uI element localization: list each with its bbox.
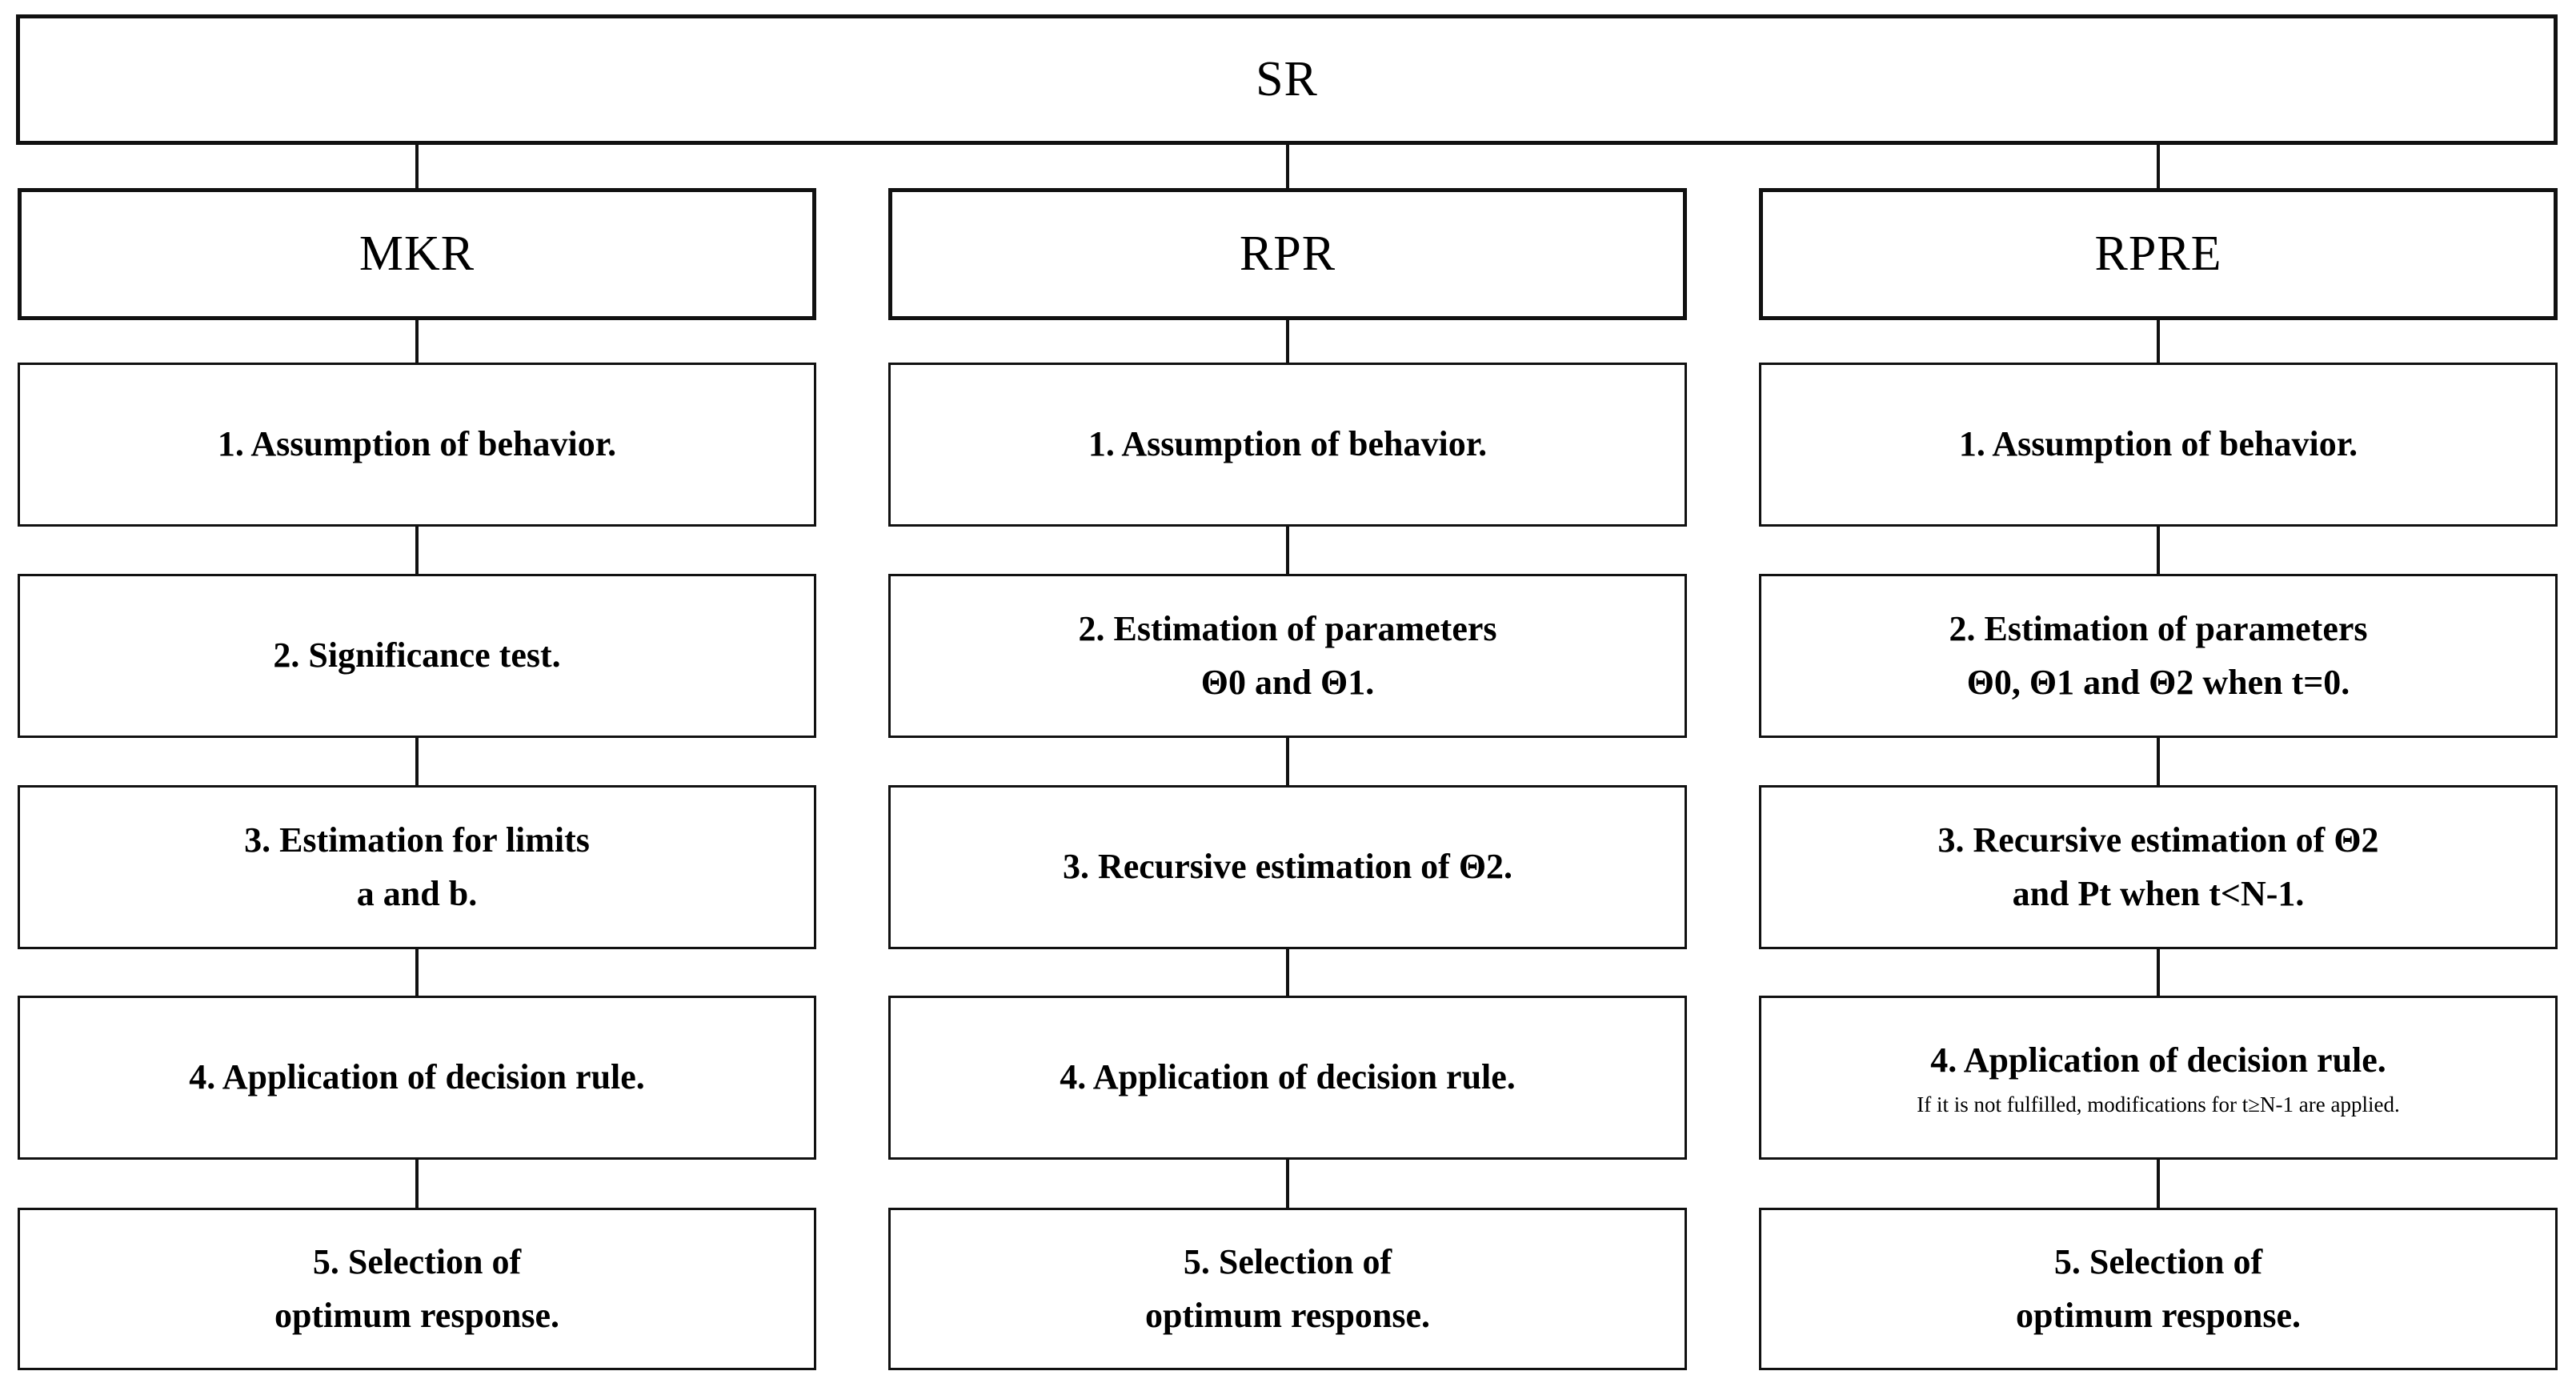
step-line: 3. Estimation for limits bbox=[244, 820, 590, 860]
connector-rpre-header-to-step1 bbox=[2157, 320, 2160, 363]
connector-rpr-step3-to-step4 bbox=[1286, 948, 1289, 996]
step-line: 3. Recursive estimation of Θ2 bbox=[1937, 820, 2379, 860]
root-node-label: SR bbox=[1256, 51, 1318, 106]
step-line: 3. Recursive estimation of Θ2. bbox=[1062, 847, 1513, 887]
connector-sr-to-rpre bbox=[2157, 145, 2160, 190]
column-header-label-mkr: MKR bbox=[359, 226, 475, 281]
step-box-mkr-3[interactable]: 3. Estimation for limits a and b. bbox=[18, 785, 816, 949]
connector-mkr-step2-to-step3 bbox=[415, 737, 419, 786]
step-line: Θ0, Θ1 and Θ2 when t=0. bbox=[1966, 662, 2350, 702]
step-box-rpre-5[interactable]: 5. Selection of optimum response. bbox=[1759, 1208, 2558, 1370]
column-header-label-rpr: RPR bbox=[1239, 226, 1336, 281]
connector-rpre-step2-to-step3 bbox=[2157, 737, 2160, 786]
step-line: 2. Estimation of parameters bbox=[1078, 608, 1497, 648]
step-line: 4. Application of decision rule. bbox=[1930, 1040, 2386, 1080]
step-box-mkr-5[interactable]: 5. Selection of optimum response. bbox=[18, 1208, 816, 1370]
step-line: 5. Selection of bbox=[2053, 1241, 2263, 1281]
connector-mkr-step3-to-step4 bbox=[415, 948, 419, 996]
step-line: and Pt when t<N-1. bbox=[2012, 873, 2305, 913]
step-line: optimum response. bbox=[274, 1295, 560, 1335]
step-line: 5. Selection of bbox=[1183, 1241, 1392, 1281]
connector-rpr-step2-to-step3 bbox=[1286, 737, 1289, 786]
connector-mkr-step1-to-step2 bbox=[415, 526, 419, 575]
connector-rpre-step4-to-step5 bbox=[2157, 1159, 2160, 1209]
step-box-mkr-2[interactable]: 2. Significance test. bbox=[18, 574, 816, 738]
step-line: a and b. bbox=[356, 873, 478, 913]
column-header-label-rpre: RPRE bbox=[2094, 226, 2222, 281]
connector-sr-to-mkr bbox=[415, 145, 419, 190]
step-line: Θ0 and Θ1. bbox=[1200, 662, 1375, 702]
step-box-rpr-1[interactable]: 1. Assumption of behavior. bbox=[888, 363, 1687, 527]
step-box-rpre-2[interactable]: 2. Estimation of parameters Θ0, Θ1 and Θ… bbox=[1759, 574, 2558, 738]
step-line: 2. Significance test. bbox=[273, 635, 561, 675]
connector-mkr-step4-to-step5 bbox=[415, 1159, 419, 1209]
column-header-rpr[interactable]: RPR bbox=[888, 188, 1687, 320]
step-line: 2. Estimation of parameters bbox=[1949, 608, 2368, 648]
step-line: 1. Assumption of behavior. bbox=[1088, 424, 1488, 464]
step-box-rpre-1[interactable]: 1. Assumption of behavior. bbox=[1759, 363, 2558, 527]
step-box-mkr-4[interactable]: 4. Application of decision rule. bbox=[18, 996, 816, 1160]
step-box-rpr-2[interactable]: 2. Estimation of parameters Θ0 and Θ1. bbox=[888, 574, 1687, 738]
step-line: 5. Selection of bbox=[312, 1241, 522, 1281]
step-line: optimum response. bbox=[2015, 1295, 2302, 1335]
connector-sr-to-rpr bbox=[1286, 145, 1289, 190]
step-box-rpr-4[interactable]: 4. Application of decision rule. bbox=[888, 996, 1687, 1160]
connector-mkr-header-to-step1 bbox=[415, 320, 419, 363]
connector-rpr-step4-to-step5 bbox=[1286, 1159, 1289, 1209]
step-line: 1. Assumption of behavior. bbox=[1958, 424, 2358, 464]
step-line: 4. Application of decision rule. bbox=[189, 1057, 645, 1097]
step-line: 1. Assumption of behavior. bbox=[217, 424, 617, 464]
step-line: optimum response. bbox=[1144, 1295, 1431, 1335]
step-note: If it is not fulfilled, modifications fo… bbox=[1917, 1092, 2400, 1116]
column-header-mkr[interactable]: MKR bbox=[18, 188, 816, 320]
connector-rpr-step1-to-step2 bbox=[1286, 526, 1289, 575]
step-box-rpre-3[interactable]: 3. Recursive estimation of Θ2 and Pt whe… bbox=[1759, 785, 2558, 949]
connector-rpre-step3-to-step4 bbox=[2157, 948, 2160, 996]
step-box-mkr-1[interactable]: 1. Assumption of behavior. bbox=[18, 363, 816, 527]
column-header-rpre[interactable]: RPRE bbox=[1759, 188, 2558, 320]
step-line: 4. Application of decision rule. bbox=[1060, 1057, 1516, 1097]
connector-rpre-step1-to-step2 bbox=[2157, 526, 2160, 575]
step-box-rpr-3[interactable]: 3. Recursive estimation of Θ2. bbox=[888, 785, 1687, 949]
step-box-rpr-5[interactable]: 5. Selection of optimum response. bbox=[888, 1208, 1687, 1370]
connector-rpr-header-to-step1 bbox=[1286, 320, 1289, 363]
step-box-rpre-4[interactable]: 4. Application of decision rule. If it i… bbox=[1759, 996, 2558, 1160]
root-node-sr[interactable]: SR bbox=[16, 14, 2558, 145]
